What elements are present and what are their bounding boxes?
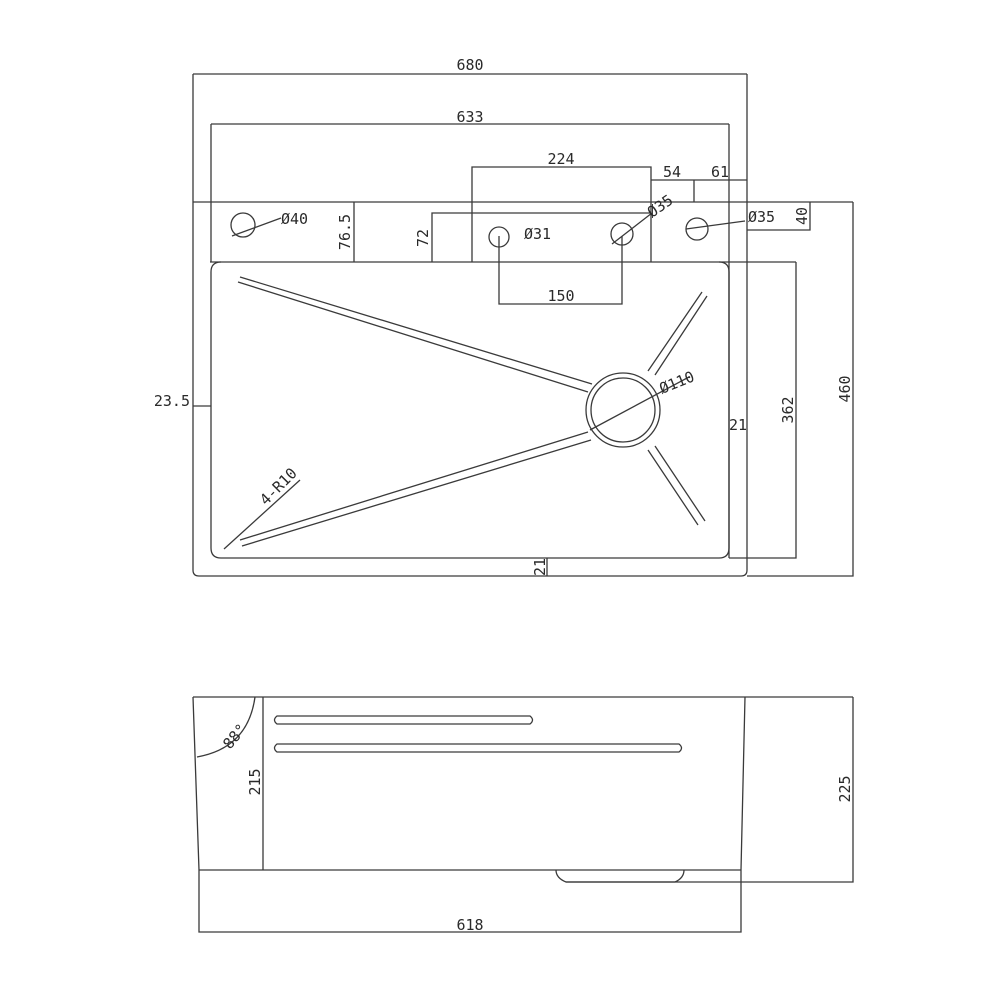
drain-inner: [590, 377, 656, 443]
label-54: 54: [663, 163, 681, 181]
label-224: 224: [547, 150, 574, 168]
top-view: 680 633 224 54 61 Ø40 76.5 72 Ø31 Ø35 Ø3…: [154, 56, 854, 577]
dim-bracket-460: [747, 202, 854, 577]
label-61: 61: [711, 163, 729, 181]
dim-bracket-225: [566, 697, 854, 883]
label-618: 618: [456, 916, 483, 934]
hole-d40: [230, 212, 256, 238]
label-d35-right: Ø35: [748, 208, 775, 226]
dim-bracket-150: [498, 236, 623, 305]
label-d110: Ø110: [657, 367, 697, 397]
hole-d31: [488, 226, 510, 248]
label-362: 362: [779, 396, 797, 423]
leader-d35-right: [685, 220, 746, 230]
label-21-bottom: 21: [531, 558, 549, 576]
label-72: 72: [414, 229, 432, 247]
angle-arc-88: [196, 696, 256, 758]
bowl-outline: [210, 261, 730, 559]
side-view: 88° 215 225 618: [192, 696, 854, 934]
label-23-5: 23.5: [154, 392, 190, 410]
label-40: 40: [793, 207, 811, 225]
label-76-5: 76.5: [336, 214, 354, 250]
leader-d110: [589, 376, 690, 431]
label-4-r10: 4-R10: [256, 464, 301, 509]
groove-upper-left: [237, 276, 593, 393]
label-633: 633: [456, 108, 483, 126]
label-d35-left: Ø35: [644, 191, 677, 221]
label-d31: Ø31: [524, 225, 551, 243]
dim-bracket-362: [729, 262, 797, 559]
dim-bracket-61: [693, 179, 747, 202]
drain-outer: [585, 372, 661, 448]
dim-bracket-72: [431, 212, 651, 262]
dim-bracket-618: [198, 870, 742, 933]
label-21-right: 21: [729, 416, 747, 434]
label-150: 150: [547, 287, 574, 305]
side-drain-step: [555, 869, 685, 883]
groove-lower-right: [647, 445, 706, 526]
groove-upper-right: [647, 291, 708, 376]
sink-outer-outline: [192, 74, 748, 577]
groove-lower-left: [239, 431, 592, 547]
label-d40: Ø40: [281, 210, 308, 228]
label-215: 215: [246, 768, 264, 795]
label-460: 460: [836, 375, 854, 402]
label-225: 225: [836, 775, 854, 802]
rail-upper: [273, 715, 534, 725]
leader-r10: [223, 479, 301, 550]
rail-lower: [273, 743, 683, 753]
leader-d35-left: [611, 212, 653, 245]
side-body-outline: [192, 696, 746, 871]
dim-bracket-40: [747, 202, 811, 231]
label-680: 680: [456, 56, 483, 74]
leader-d40: [231, 217, 282, 237]
hole-d35-left: [610, 222, 634, 246]
